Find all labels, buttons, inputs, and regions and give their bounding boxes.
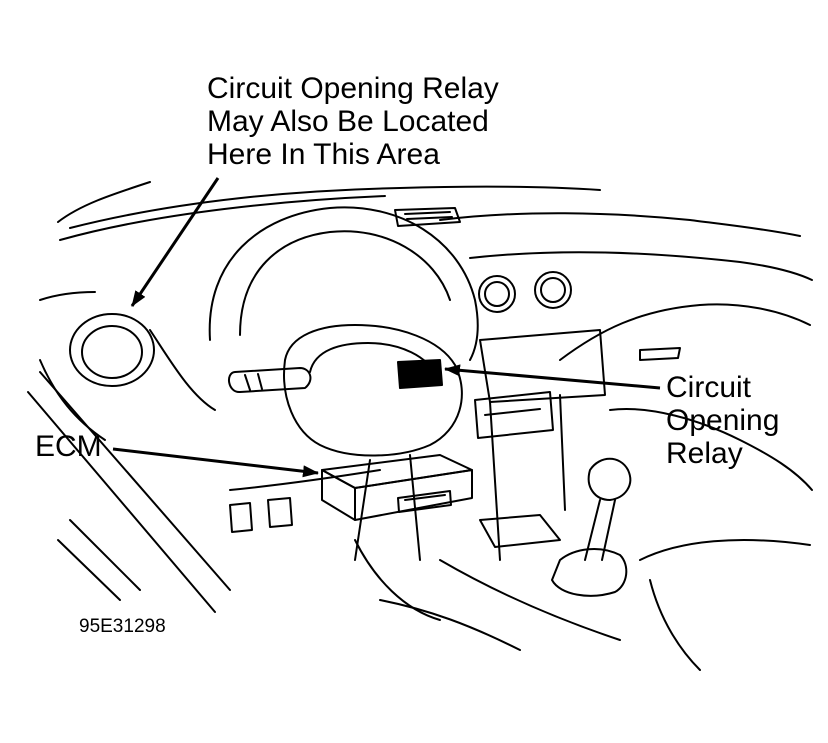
left-panel-sweep — [149, 329, 216, 411]
relay-line-3: Relay — [666, 437, 743, 470]
pedal-right — [229, 502, 253, 533]
steering-hub — [283, 324, 463, 457]
circuit-opening-relay-shape — [397, 359, 443, 389]
top-vent-fin — [404, 211, 451, 215]
door-trim-2 — [27, 391, 216, 613]
alt-location-callout: Circuit Opening Relay May Also Be Locate… — [207, 72, 499, 171]
alt-location-line-3: Here In This Area — [207, 138, 440, 171]
shift-shaft — [584, 499, 601, 561]
lower-column-2 — [409, 454, 421, 561]
ecm-connector — [397, 490, 452, 513]
dash-right-crown — [439, 212, 801, 237]
center-console-frame — [479, 329, 606, 403]
right-dash-edge — [559, 303, 811, 361]
right-vent-slot — [639, 347, 681, 361]
dash-left-panel — [39, 291, 96, 301]
left-air-vent — [69, 313, 155, 387]
console-tray — [479, 514, 561, 548]
dash-top-edge-2 — [59, 195, 386, 241]
center-console-stack — [489, 401, 501, 561]
gauge-pod-2-inner — [540, 277, 566, 303]
door-trim-4 — [57, 539, 121, 601]
ecm-callout: ECM — [35, 430, 102, 463]
left-door-line — [39, 359, 106, 441]
right-seat-edge — [639, 539, 811, 561]
relay-callout: Circuit Opening Relay — [666, 371, 779, 470]
door-trim-1 — [39, 371, 231, 591]
left-seat-edge — [354, 539, 441, 621]
steering-wheel-rim-inner — [239, 230, 451, 336]
column-stalk — [228, 367, 312, 393]
pedal-left — [267, 497, 293, 528]
alt-location-line-2: May Also Be Located — [207, 105, 489, 138]
gauge-pod-2 — [534, 271, 572, 309]
door-trim-3 — [69, 519, 141, 591]
radio-slot — [484, 408, 541, 416]
lower-panel-edge — [229, 469, 381, 491]
relay-line-1: Circuit — [666, 371, 752, 404]
shift-boot — [551, 548, 628, 597]
center-console-stack-2 — [559, 394, 566, 511]
alt-location-line-1: Circuit Opening Relay — [207, 72, 499, 105]
dash-right-crown-2 — [469, 251, 813, 281]
radio-face — [474, 391, 554, 439]
left-air-vent-inner — [81, 325, 143, 379]
relay-line-2: Opening — [666, 404, 780, 437]
figure-id: 95E31298 — [79, 616, 166, 637]
relay-arrow — [444, 364, 661, 390]
shift-knob — [587, 457, 632, 501]
top-vent-fin-2 — [406, 216, 453, 220]
alt-location-arrow — [130, 177, 220, 307]
column-stalk-detail — [244, 374, 251, 391]
gauge-pod-1-inner — [484, 281, 510, 307]
right-glovebox — [609, 408, 813, 491]
ecm-arrow — [112, 447, 319, 478]
right-seat-edge-2 — [649, 579, 701, 671]
dash-top-edge — [69, 185, 601, 229]
steering-wheel-rim — [208, 206, 479, 361]
floor-edge — [379, 599, 521, 651]
ecm-connector-pins — [404, 494, 446, 501]
ecm-label: ECM — [35, 430, 102, 463]
top-vent — [394, 207, 461, 227]
console-floor — [439, 559, 621, 641]
dash-long-sweep — [57, 181, 151, 223]
ecm-module-side — [354, 469, 473, 521]
gauge-pod-1 — [478, 275, 516, 313]
column-stalk-detail-2 — [257, 373, 263, 390]
